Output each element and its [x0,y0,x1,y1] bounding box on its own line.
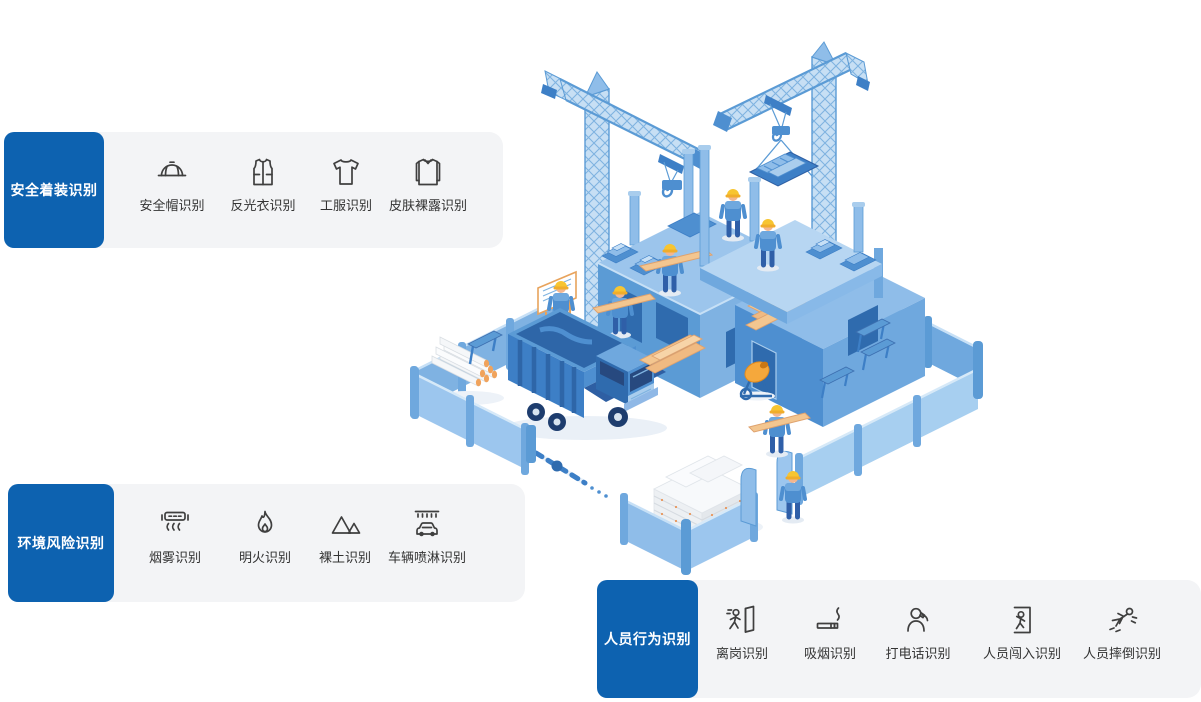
skin-exposure-icon [415,158,441,186]
item-vest: 反光衣识别 [215,154,311,214]
item-phone-call: 打电话识别 [866,602,970,662]
item-intrusion: 人员闯入识别 [970,602,1074,662]
item-label: 打电话识别 [885,646,951,661]
item-smoking: 吸烟识别 [778,602,882,662]
sawhorse-trestle [467,330,503,365]
item-label: 工服识别 [319,198,372,213]
safety-wear-panel [56,132,503,248]
item-vehicle-spray: 车辆喷淋识别 [379,506,475,566]
item-label: 安全帽识别 [139,198,205,213]
item-flame: 明火识别 [217,506,313,566]
personnel-behavior-label-block: 人员行为识别 [597,580,698,698]
dump-truck [503,308,667,440]
item-label: 烟雾识别 [148,550,201,565]
safety-wear-label-block: 安全着装识别 [4,132,104,248]
leave-post-icon [726,605,755,633]
worker-carrying-plank [592,286,656,339]
fall-down-icon [1109,607,1138,633]
lumber-pile-ground [638,334,706,374]
item-label: 明火识别 [238,550,291,565]
reflective-vest-icon [253,158,273,186]
item-label: 吸烟识别 [803,646,856,661]
item-label: 皮肤裸露识别 [388,198,467,213]
personnel-behavior-panel [649,580,1201,698]
item-label: 反光衣识别 [230,198,296,213]
item-skin-exposure: 皮肤裸露识别 [380,154,476,214]
item-label: 离岗识别 [715,646,768,661]
phone-call-icon [907,607,929,632]
item-bare-soil: 裸土识别 [297,506,393,566]
item-smoke: 烟雾识别 [127,506,223,566]
item-label: 裸土识别 [318,550,371,565]
worker-roof [638,244,714,297]
helmet-icon [157,161,187,177]
sawhorse-trestles-right [819,318,896,399]
panel-title: 环境风险识别 [17,535,105,551]
intrusion-icon [1013,606,1031,634]
worker-plank-right [748,405,811,458]
open-flame-icon [257,510,273,533]
item-label: 车辆喷淋识别 [387,550,466,565]
uniform-icon [333,159,359,185]
panel-title: 人员行为识别 [604,631,691,647]
building-block-right [698,145,925,427]
concrete-mixer [739,361,775,401]
item-label: 人员闯入识别 [982,646,1061,661]
perimeter-fence-front [411,367,793,575]
item-uniform: 工服识别 [298,154,394,214]
environment-risk-label-block: 环境风险识别 [8,484,114,602]
vehicle-spray-icon [414,510,440,537]
bare-soil-icon [331,516,361,534]
item-fall-down: 人员摔倒识别 [1070,602,1174,662]
smoking-icon [816,607,840,629]
item-label: 人员摔倒识别 [1082,646,1161,661]
fence-bottom-right [797,369,978,499]
environment-risk-panel [60,484,525,602]
smoke-icon [161,511,189,531]
item-helmet: 安全帽识别 [124,154,220,214]
panel-title: 安全着装识别 [10,182,98,198]
item-leave-post: 离岗识别 [690,602,794,662]
entrance-barrier [526,425,608,498]
